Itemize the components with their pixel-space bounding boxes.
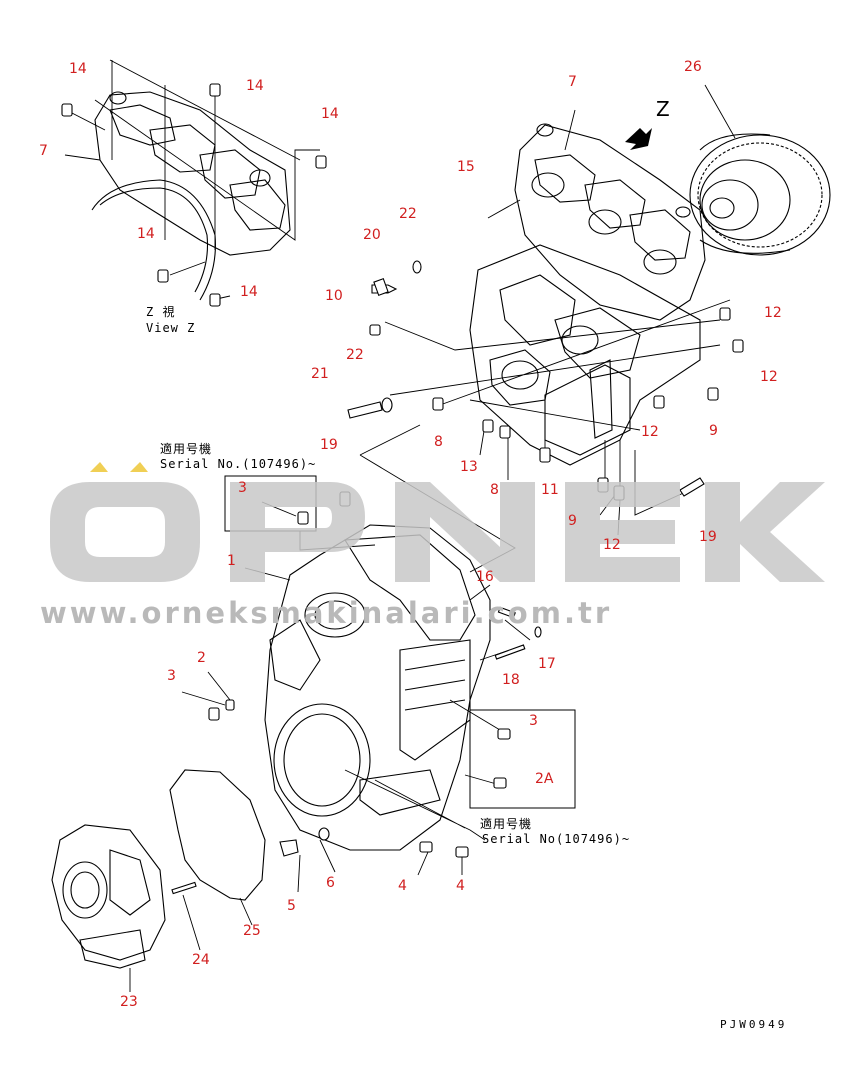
part-callout-6: 6: [326, 875, 335, 891]
part-callout-9: 9: [568, 513, 577, 529]
transmission-cover-drawing: [487, 109, 706, 321]
z-arrow-label: Z: [656, 97, 670, 121]
serial-top-en: Serial No.(107496)~: [160, 457, 317, 471]
part-callout-19: 19: [699, 529, 717, 545]
part-callout-15: 15: [457, 159, 475, 175]
torque-converter-drawing: [689, 84, 831, 256]
part-callout-14: 14: [321, 106, 339, 122]
serial-box-bottom-frame: [469, 709, 576, 809]
middle-case-drawing: [339, 244, 744, 573]
part-callout-14: 14: [246, 78, 264, 94]
part-callout-1: 1: [227, 553, 236, 569]
part-callout-3: 3: [529, 713, 538, 729]
watermark-brand-logo: [50, 462, 825, 582]
part-callout-12: 12: [641, 424, 659, 440]
part-callout-12: 12: [603, 537, 621, 553]
part-callout-7: 7: [39, 143, 48, 159]
part-callout-16: 16: [476, 569, 494, 585]
view-z-label-en: View Z: [146, 321, 196, 335]
serial-bottom-jp: 適用号機: [480, 817, 533, 831]
part-callout-2A: 2A: [535, 771, 554, 787]
part-callout-3: 3: [238, 480, 247, 496]
part-callout-4: 4: [456, 878, 465, 894]
part-callout-14: 14: [137, 226, 155, 242]
part-callout-22: 22: [399, 206, 417, 222]
part-callout-7: 7: [568, 74, 577, 90]
part-callout-23: 23: [120, 994, 138, 1010]
part-callout-9: 9: [709, 423, 718, 439]
view-z-case-drawing: [61, 59, 327, 307]
part-callout-3: 3: [167, 668, 176, 684]
serial-bottom-en: Serial No(107496)~: [482, 832, 631, 846]
view-z-label-jp: Z 視: [146, 305, 176, 319]
part-callout-17: 17: [538, 656, 556, 672]
pto-cover-drawing: [51, 824, 201, 992]
part-callout-24: 24: [192, 952, 210, 968]
part-callout-4: 4: [398, 878, 407, 894]
part-callout-11: 11: [541, 482, 559, 498]
part-callout-8: 8: [434, 434, 443, 450]
serial-top-jp: 適用号機: [160, 442, 213, 456]
part-callout-20: 20: [363, 227, 381, 243]
part-callout-19: 19: [320, 437, 338, 453]
part-callout-25: 25: [243, 923, 261, 939]
part-callout-22: 22: [346, 347, 364, 363]
part-callout-21: 21: [311, 366, 329, 382]
part-callout-26: 26: [684, 59, 702, 75]
drawing-code: PJW0949: [720, 1018, 788, 1031]
part-callout-8: 8: [490, 482, 499, 498]
part-callout-12: 12: [760, 369, 778, 385]
part-callout-18: 18: [502, 672, 520, 688]
watermark-url: www.orneksmakinalari.com.tr: [40, 596, 613, 630]
part-callout-2: 2: [197, 650, 206, 666]
part-callout-14: 14: [240, 284, 258, 300]
part-callout-13: 13: [460, 459, 478, 475]
part-callout-12: 12: [764, 305, 782, 321]
part-callout-14: 14: [69, 61, 87, 77]
part-callout-5: 5: [287, 898, 296, 914]
gasket-drawing: [169, 769, 266, 901]
transmission-case-drawing: [181, 524, 542, 893]
part-callout-10: 10: [325, 288, 343, 304]
